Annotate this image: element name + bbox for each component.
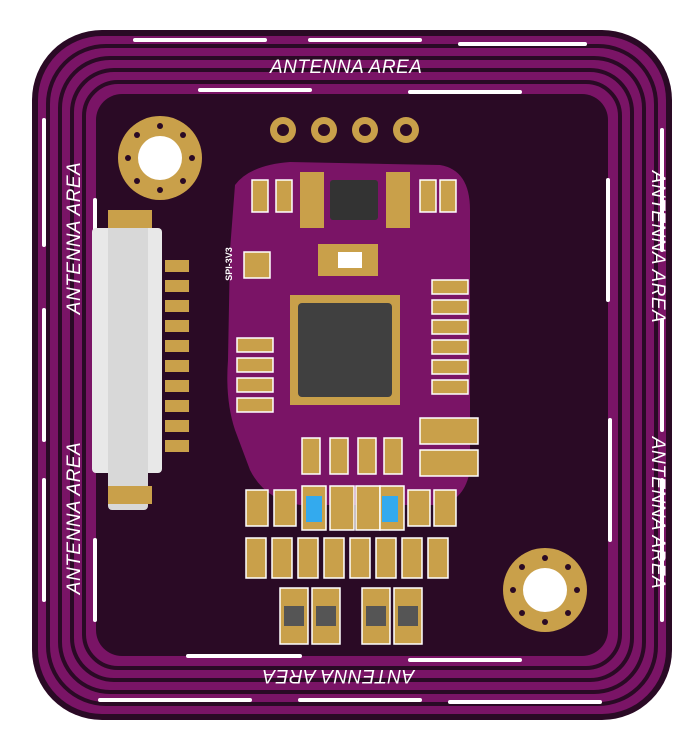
regulator-chip (330, 180, 378, 220)
silk-dashes (42, 38, 664, 704)
side-connector (92, 210, 189, 510)
antenna-label-right-lower: ANTENNA AREA (647, 436, 669, 590)
antenna-label-right-upper: ANTENNA AREA (647, 170, 669, 324)
antenna-label-left-lower: ANTENNA AREA (64, 441, 86, 595)
antenna-coil (46, 44, 658, 706)
main-ic (290, 295, 400, 405)
mounting-hole-bottom-right (503, 548, 587, 632)
antenna-label-left-upper: ANTENNA AREA (64, 161, 86, 315)
antenna-label-bottom: ANTENNA AREA (262, 665, 415, 686)
antenna-label-top: ANTENNA AREA (270, 57, 423, 78)
passive-components (236, 179, 479, 579)
voltage-label: SPI-3V3 (223, 247, 234, 281)
mounting-hole-top-left (118, 116, 202, 200)
